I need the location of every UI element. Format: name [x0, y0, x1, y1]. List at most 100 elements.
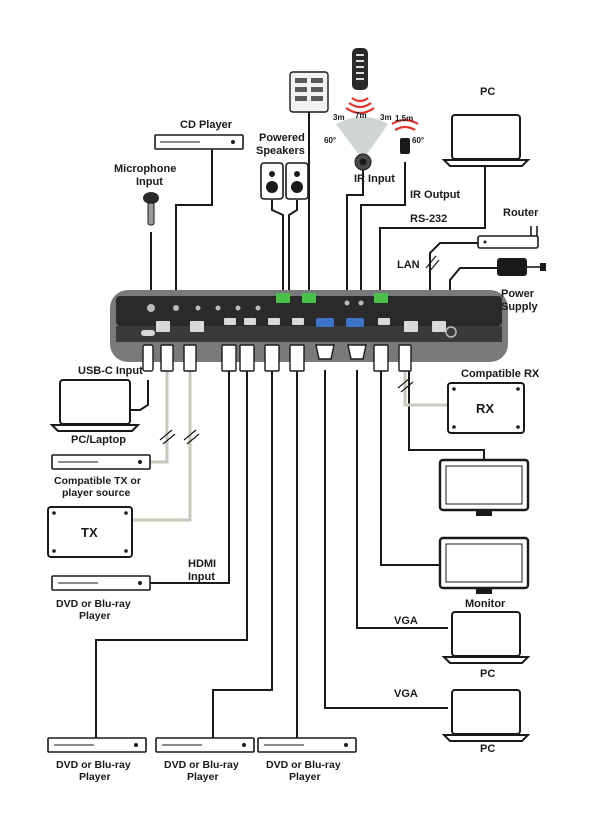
vga-plug-2	[347, 344, 367, 360]
compatible-tx-device	[51, 454, 151, 470]
ir-input-cable	[346, 168, 364, 292]
ir-range-right: 3m	[380, 113, 392, 122]
hdbaset-cables	[132, 370, 448, 522]
label-lan: LAN	[397, 259, 420, 271]
label-dvd-b3-2: Player	[289, 771, 321, 783]
av-switcher-device	[110, 290, 508, 362]
rs232-cable	[379, 165, 486, 292]
pc-top-laptop	[441, 114, 531, 167]
hdmi-out-top-monitor-cable	[408, 370, 485, 460]
label-compatible-tx-1: Compatible TX or	[54, 475, 141, 487]
powered-speakers	[260, 162, 309, 200]
terminal-blocks	[276, 293, 388, 303]
usbc-cable	[130, 380, 149, 411]
ir-output-distance: 1.5m	[395, 114, 413, 123]
label-compatible-rx: Compatible RX	[461, 368, 540, 380]
cable-breaks	[159, 255, 440, 445]
hdbt-1-cable	[150, 370, 169, 464]
hdmi-plug-2	[239, 344, 255, 372]
rear-ports	[156, 318, 446, 332]
label-router: Router	[503, 207, 539, 219]
label-dvd-left-1: DVD or Blu-ray	[56, 598, 131, 610]
label-dvd-b3-1: DVD or Blu-ray	[266, 759, 341, 771]
label-hdmi-input-2: Input	[188, 571, 215, 583]
label-pc-bottom: PC	[480, 743, 495, 755]
label-dvd-left-2: Player	[79, 610, 111, 622]
hdbt-rx-cable	[403, 370, 448, 407]
label-powered-speakers-2: Speakers	[256, 145, 305, 157]
hdmi-plug-3	[264, 344, 280, 372]
cd-player-device	[154, 134, 244, 150]
pc-laptop-left	[49, 379, 141, 432]
label-dvd-b1-2: Player	[79, 771, 111, 783]
ir-output-cable	[360, 162, 406, 292]
pc-mid-laptop	[441, 611, 531, 664]
monitor-lower	[438, 536, 530, 594]
label-vga-2: VGA	[394, 688, 418, 700]
hdmi-plug-4	[289, 344, 305, 372]
label-monitor: Monitor	[465, 598, 506, 610]
vga-plug-1	[315, 344, 335, 360]
ir-remote	[352, 48, 368, 90]
router-device	[477, 226, 539, 249]
tx-box	[47, 506, 133, 558]
label-microphone-2: Input	[136, 176, 163, 188]
label-power-2: Supply	[501, 301, 539, 313]
lan-cable	[429, 242, 480, 292]
ir-receiver-eye	[354, 153, 372, 171]
rx-box	[447, 382, 525, 434]
device-front-panel	[116, 296, 502, 326]
microphone-device	[143, 192, 159, 226]
control-keypad	[289, 71, 329, 113]
ir-range-center: 7m	[355, 111, 367, 120]
ir-range-left: 3m	[333, 113, 345, 122]
label-power-1: Power	[501, 288, 535, 300]
label-microphone-1: Microphone	[114, 163, 176, 175]
hdmi-plug-1	[221, 344, 237, 372]
ir-range-angle: 60°	[324, 136, 336, 145]
label-powered-speakers-1: Powered	[259, 132, 305, 144]
label-rx: RX	[476, 401, 494, 416]
speaker-cable-1	[271, 200, 284, 292]
label-pc-top: PC	[480, 86, 495, 98]
ir-output-angle: 60°	[412, 136, 424, 145]
label-cd-player: CD Player	[180, 119, 233, 131]
dvd-bottom-2-device	[155, 737, 255, 753]
power-supply-device	[497, 258, 546, 276]
dvd-bottom-1-device	[47, 737, 147, 753]
label-dvd-b2-1: DVD or Blu-ray	[164, 759, 239, 771]
hdmi-out-monitor-cable	[380, 370, 448, 566]
rj45-plug-3	[398, 344, 412, 372]
label-compatible-tx-2: player source	[62, 487, 130, 499]
usbc-plug	[142, 344, 154, 372]
hdbt-2-cable	[132, 370, 192, 522]
label-pc-laptop: PC/Laptop	[71, 434, 126, 446]
label-dvd-b2-2: Player	[187, 771, 219, 783]
label-usbc-input: USB-C Input	[78, 365, 143, 377]
ir-emitter: 1.5m 60°	[391, 114, 424, 154]
label-dvd-b1-1: DVD or Blu-ray	[56, 759, 131, 771]
label-ir-output: IR Output	[410, 189, 460, 201]
monitor-upper	[438, 458, 530, 516]
label-ir-input: IR Input	[354, 173, 395, 185]
cables	[95, 110, 497, 738]
label-tx: TX	[81, 525, 98, 540]
label-pc-mid: PC	[480, 668, 495, 680]
speaker-cable-2	[288, 200, 298, 292]
pc-bottom-laptop	[441, 689, 531, 742]
vga-pc-bottom-cable	[324, 370, 448, 709]
cd-audio-cable	[175, 148, 213, 292]
hdmi-out-plug-1	[373, 344, 389, 372]
dvd-bottom-3-device	[257, 737, 357, 753]
power-cable	[449, 267, 497, 292]
hdmi-b1-cable	[95, 370, 248, 738]
label-hdmi-input-1: HDMI	[188, 558, 216, 570]
label-rs232: RS-232	[410, 213, 447, 225]
labels: PC CD Player Powered Speakers Microphone…	[54, 86, 540, 783]
rj45-plug-2	[183, 344, 197, 372]
label-vga-1: VGA	[394, 615, 418, 627]
connector-plugs	[142, 344, 412, 372]
ir-receive-range: 3m 7m 3m 60°	[324, 111, 392, 160]
rj45-plug-1	[160, 344, 174, 372]
